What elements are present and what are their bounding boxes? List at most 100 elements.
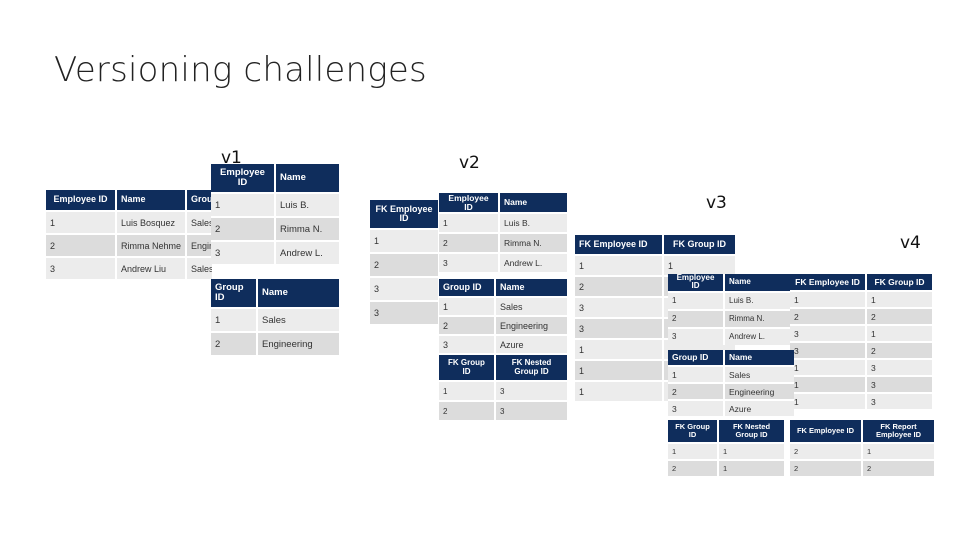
column-header: FK Group ID (439, 355, 496, 381)
table-cell: 2 (790, 307, 867, 325)
column-header: Name (499, 193, 567, 213)
table-cell: Andrew L. (499, 252, 567, 272)
column-header: Name (275, 164, 339, 193)
column-header: Name (257, 279, 339, 308)
table-cell: 3 (575, 317, 664, 339)
table-row: 1 (370, 228, 438, 253)
table-cell: Sales (495, 296, 567, 316)
table-cell: 1 (439, 212, 500, 233)
column-header: Name (495, 279, 567, 297)
table-row: 3 (370, 300, 438, 324)
table-cell: Sales (724, 365, 794, 383)
table-cell: 1 (866, 324, 932, 342)
column-header: Group ID (439, 279, 496, 297)
table-cell: 3 (495, 400, 567, 420)
table-cell: 3 (790, 341, 867, 359)
table-cell: 1 (790, 392, 867, 409)
table-cell: 2 (439, 400, 496, 420)
table-cell: 2 (790, 459, 863, 476)
version-label-v4: v4 (900, 233, 921, 253)
column-header: Employee ID (211, 164, 276, 193)
table-cell: 1 (211, 192, 276, 217)
table-cell: Rimma N. (724, 308, 794, 328)
table-cell: Engineering (724, 382, 794, 400)
table-cell: 1 (718, 459, 784, 476)
table-cell: 1 (790, 375, 867, 393)
v1-employee-table: Employee IDNameGroup1Luis BosquezSales2R… (46, 190, 212, 279)
table-cell: 3 (866, 375, 932, 393)
table-cell: 1 (439, 296, 496, 316)
table-cell: Azure (724, 399, 794, 416)
table-cell: 3 (439, 334, 496, 353)
table-cell: Rimma Nehme (116, 233, 187, 257)
table-cell: 3 (790, 324, 867, 342)
table-cell: Luis B. (275, 192, 339, 217)
column-header: FK Nested Group ID (718, 420, 784, 443)
table-cell: 2 (668, 459, 719, 476)
column-header: Name (724, 274, 794, 292)
column-header: FK Group ID (866, 274, 932, 291)
table-cell: 1 (862, 442, 934, 460)
table-cell: Sales (186, 256, 212, 279)
table-cell: 2 (211, 331, 258, 355)
table-cell: 1 (668, 290, 725, 310)
table-cell: Engineering (257, 331, 339, 355)
column-header: FK Report Employee ID (862, 420, 934, 443)
table-cell: 1 (46, 210, 117, 234)
table-cell: 1 (790, 290, 867, 308)
column-header: Name (724, 350, 794, 366)
table-cell: 2 (370, 252, 438, 277)
table-cell: 1 (668, 442, 719, 460)
table-cell: 2 (211, 216, 276, 241)
table-cell: Azure (495, 334, 567, 353)
table-cell: 1 (668, 365, 725, 383)
column-header: FK Employee ID (370, 200, 438, 229)
table-cell: 1 (370, 228, 438, 253)
table-row: 3 (370, 276, 438, 301)
column-header: FK Employee ID (575, 235, 664, 255)
table-cell: 3 (211, 240, 276, 264)
table-cell: 2 (439, 232, 500, 253)
table-cell: Sales (257, 307, 339, 332)
table-cell: 1 (663, 254, 735, 276)
column-header: Group ID (668, 350, 725, 366)
column-header: Employee ID (668, 274, 725, 292)
version-label-v3: v3 (706, 193, 727, 213)
table-cell: Luis Bosquez (116, 210, 187, 234)
table-cell: Luis B. (499, 212, 567, 233)
table-cell: 3 (46, 256, 117, 279)
table-cell: 1 (211, 307, 258, 332)
table-cell: 1 (866, 290, 932, 308)
column-header: Name (116, 190, 187, 211)
table-cell: 2 (575, 275, 664, 297)
version-label-v2: v2 (459, 153, 480, 173)
table-cell: 3 (575, 296, 664, 318)
table-cell: 3 (866, 392, 932, 409)
column-header: FK Employee ID (790, 420, 863, 443)
table-cell: 1 (575, 359, 664, 381)
table-cell: 3 (495, 380, 567, 401)
table-cell: 1 (718, 442, 784, 460)
